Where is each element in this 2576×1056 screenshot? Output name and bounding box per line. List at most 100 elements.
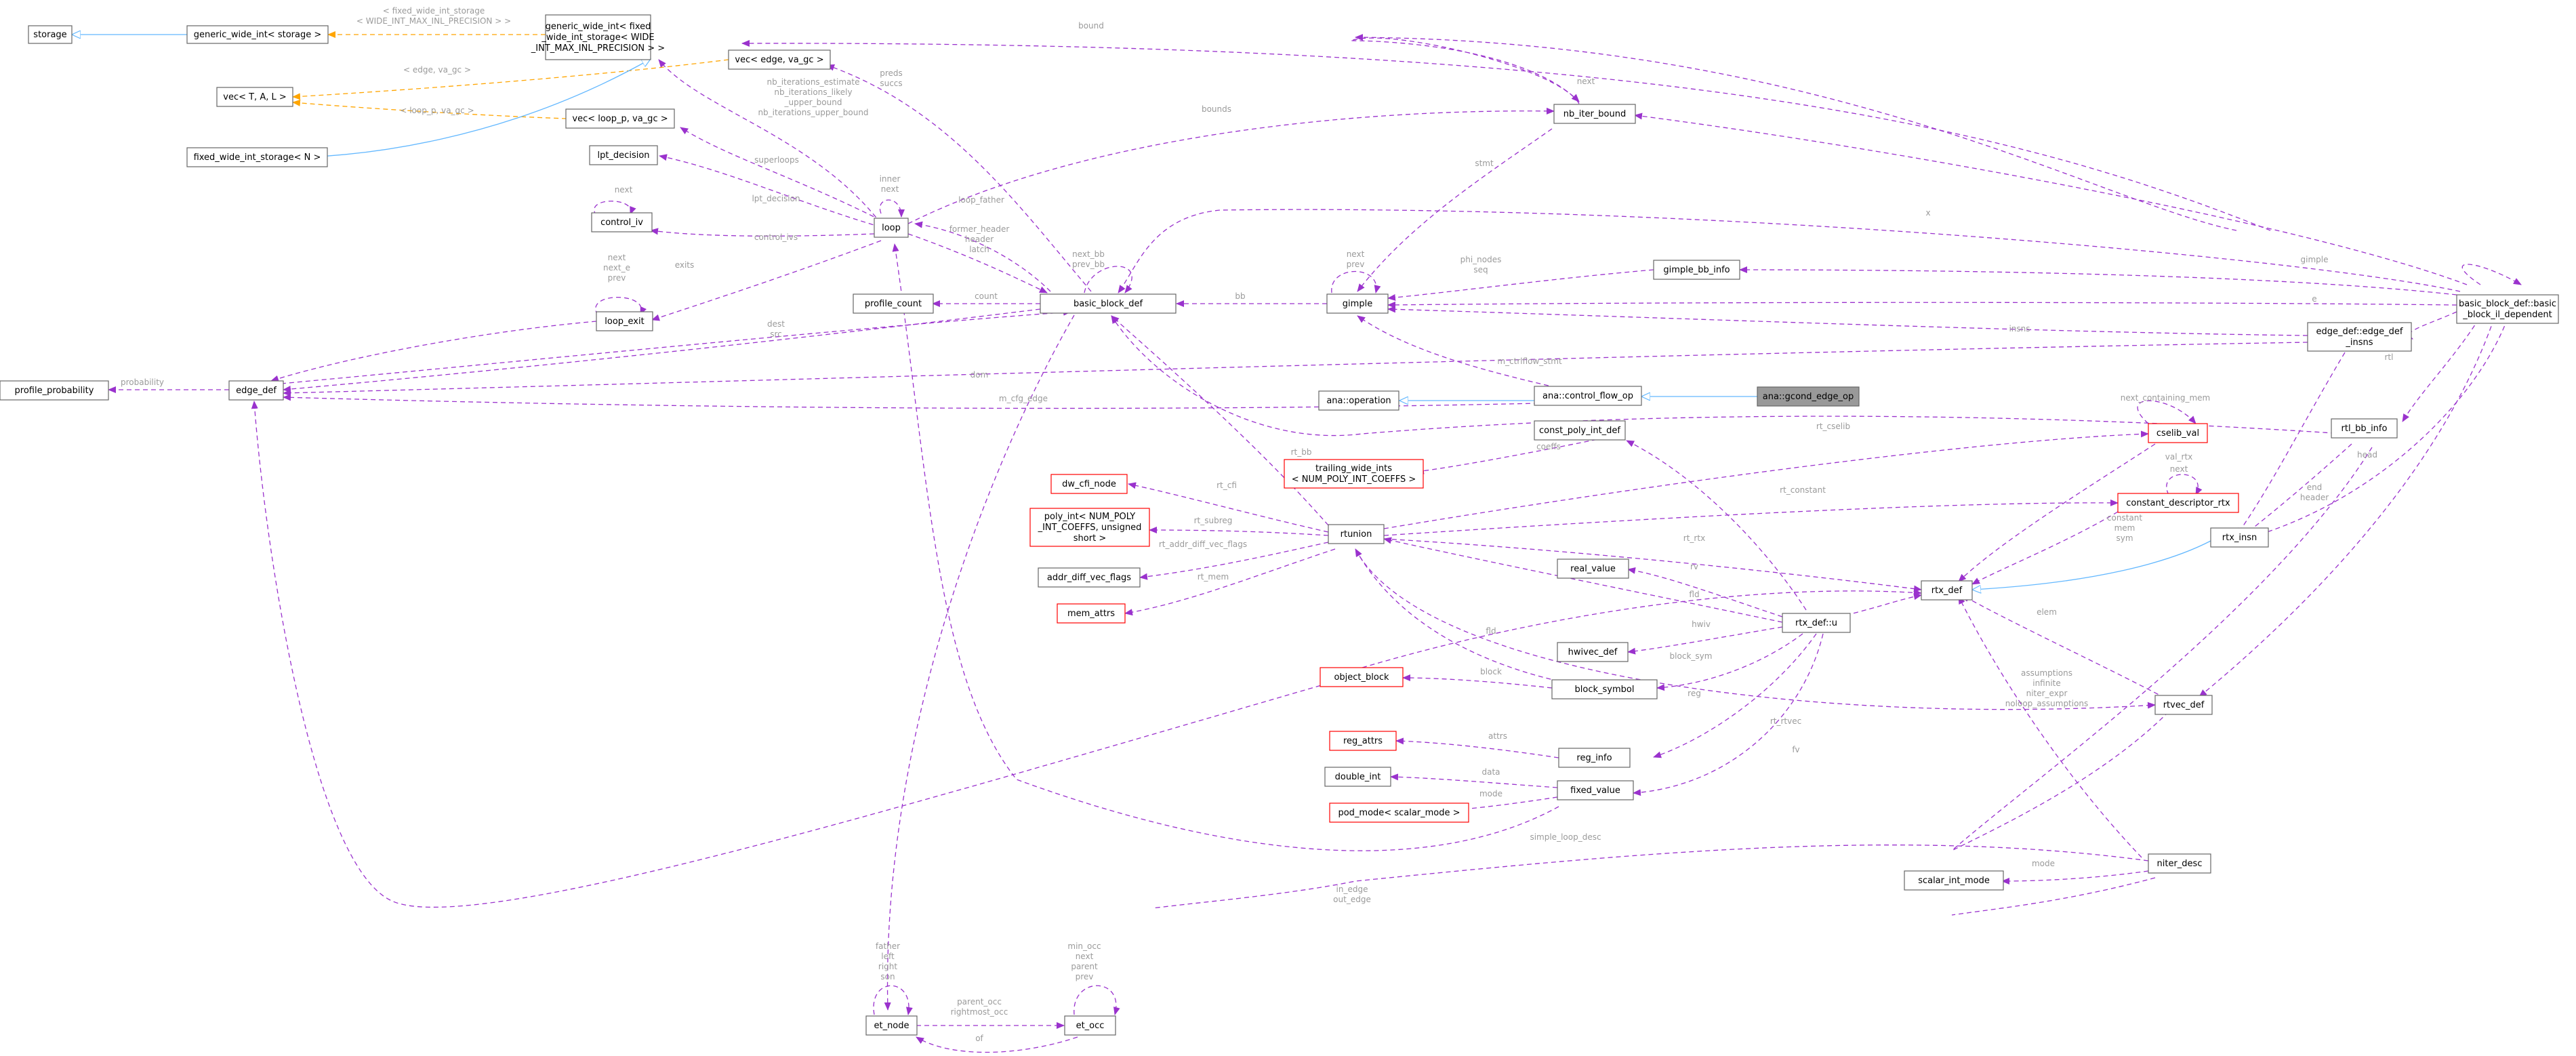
edge-label-rt-constant: rt_constant [1780,485,1826,495]
edge-bbdep-to-nb-iter [1634,113,2468,285]
node-const-desc-rtx[interactable]: constant_descriptor_rtx [2117,493,2239,513]
node-box [1653,260,1740,280]
edge-rtunion-to-rtvec [1355,548,2156,710]
edge-label-text: left [881,952,895,961]
node-box [1328,524,1385,544]
node-pod-mode[interactable]: pod_mode< scalar_mode > [1329,803,1469,823]
edge-label-text: m_ctrlflow_stmt [1497,357,1562,366]
edge-label-text: hwiv [1692,620,1711,629]
node-lpt-decision[interactable]: lpt_decision [589,145,658,165]
edge-label-text: control_ivs [754,232,798,242]
edge-nb-iter-to-gimple [1357,128,1553,292]
node-addr-diff[interactable]: addr_diff_vec_flags [1038,567,1141,588]
edge-label-text: dest [767,319,785,329]
node-vec-edge[interactable]: vec< edge, va_gc > [728,49,831,70]
node-et-occ[interactable]: et_occ [1064,1015,1116,1036]
node-ana-gcond[interactable]: ana::gcond_edge_op [1757,386,1860,407]
node-niter-desc[interactable]: niter_desc [2148,853,2211,874]
edge-label-text: rt_addr_diff_vec_flags [1159,540,1247,549]
node-const-poly-int-def[interactable]: const_poly_int_def [1534,420,1626,441]
node-reg-attrs[interactable]: reg_attrs [1329,731,1397,751]
edge-gbbi-to-gimple [1387,269,1654,301]
node-fwis-n[interactable]: fixed_wide_int_storage< N > [186,147,328,167]
node-control-iv[interactable]: control_iv [591,212,653,232]
node-trailing-wide-ints[interactable]: trailing_wide_ints< NUM_POLY_INT_COEFFS … [1284,459,1424,489]
node-storage[interactable]: storage [28,25,73,44]
node-nb-iter-bound[interactable]: nb_iter_bound [1553,104,1636,124]
node-rtx-def-u[interactable]: rtx_def::u [1782,613,1851,633]
node-dw-cfi-node[interactable]: dw_cfi_node [1050,474,1128,494]
node-rtvec-def[interactable]: rtvec_def [2154,695,2213,715]
edge-label-attrs: attrs [1488,731,1507,741]
edge-rtvec-to-rtx-def [1961,594,2166,699]
node-label: storage [33,30,66,40]
node-hwivec-def[interactable]: hwivec_def [1557,642,1629,662]
edge-label-text: mode [1479,789,1502,798]
edge-label-text: loop_father [958,195,1004,205]
edge-label-fv: fv [1792,745,1799,754]
node-edge-def-insns[interactable]: edge_def::edge_def_insns [2307,322,2412,352]
edge-bbdep-to-rtx-insn [2249,318,2508,539]
node-rtunion[interactable]: rtunion [1328,524,1385,544]
edge-label-text: block [1480,667,1502,676]
edge-label-ctrlflow: m_ctrlflow_stmt [1497,357,1562,366]
edge-label-text: src [770,329,782,339]
node-gwi-storage[interactable]: generic_wide_int< storage > [186,25,329,44]
node-ana-operation[interactable]: ana::operation [1318,390,1399,411]
node-label: fixed_value [1570,786,1620,796]
edge-label-fixed-storage: < fixed_wide_int_storage< WIDE_INT_MAX_I… [356,6,511,26]
node-label: edge_def::edge_def [2316,327,2403,337]
node-object-block[interactable]: object_block [1320,667,1404,687]
node-vec-tal[interactable]: vec< T, A, L > [216,87,293,107]
node-et-node[interactable]: et_node [865,1015,918,1036]
node-box [1757,386,1860,407]
node-poly-int[interactable]: poly_int< NUM_POLY_INT_COEFFS, unsigneds… [1029,508,1150,547]
edge-label-rt-subreg: rt_subreg [1194,516,1233,525]
node-profile-count[interactable]: profile_count [853,293,934,314]
node-rtl-bb-info[interactable]: rtl_bb_info [2331,418,2398,439]
node-box [1534,386,1642,406]
node-vec-loop[interactable]: vec< loop_p, va_gc > [565,108,675,129]
node-loop[interactable]: loop [874,218,909,238]
edge-label-m-cfg-edge: m_cfg_edge [999,394,1048,403]
edge-rtx-u-to-rtunion [1383,537,1783,623]
node-gimple-bb-info[interactable]: gimple_bb_info [1653,260,1740,280]
node-fixed-value[interactable]: fixed_value [1557,780,1634,800]
node-basic-block-def[interactable]: basic_block_def [1040,293,1177,314]
node-label: rtl_bb_info [2342,424,2388,434]
node-edge-def[interactable]: edge_def [228,380,284,401]
node-box [591,212,653,232]
node-real-value[interactable]: real_value [1557,559,1629,579]
node-loop-exit[interactable]: loop_exit [596,311,653,331]
edge-bb-to-edge [283,308,1041,393]
node-ana-cfo[interactable]: ana::control_flow_op [1534,386,1642,406]
node-box [1320,667,1404,687]
edge-label-text: < fixed_wide_int_storage [383,6,485,16]
node-block-symbol[interactable]: block_symbol [1551,679,1658,699]
edge-label-next-nb: next [1577,77,1595,86]
node-scalar-int-mode[interactable]: scalar_int_mode [1904,870,2004,891]
edge-nb-iter-self [1350,37,1580,104]
node-box [0,380,109,401]
edge-rtx-u-to-cpid [1626,440,1807,611]
edge-label-text: _upper_bound [784,98,842,107]
node-double-int[interactable]: double_int [1324,767,1391,787]
edge-rtx-u-to-real [1627,567,1783,617]
node-gimple[interactable]: gimple [1326,293,1389,314]
node-rtx-def[interactable]: rtx_def [1921,580,1973,601]
node-profile-probability[interactable]: profile_probability [0,380,109,401]
node-box [186,25,329,44]
node-rtx-insn[interactable]: rtx_insn [2210,527,2269,548]
edge-bbdep-to-rtvec [2199,318,2495,697]
edge-label-text: elem [2037,607,2057,617]
node-mem-attrs[interactable]: mem_attrs [1057,603,1126,624]
node-gwi-fixed[interactable]: generic_wide_int< fixed_wide_int_storage… [531,14,665,60]
node-bb-dependent[interactable]: basic_block_def::basic_block_il_dependen… [2456,294,2559,324]
edge-bbdep-self [2461,264,2522,285]
edge-label-text: rt_constant [1780,485,1826,495]
edge-label-dom: dom [970,370,989,380]
edge-bb-to-et-node [884,314,1075,1011]
node-cselib-val[interactable]: cselib_val [2148,423,2208,443]
node-reg-info[interactable]: reg_info [1558,748,1631,768]
